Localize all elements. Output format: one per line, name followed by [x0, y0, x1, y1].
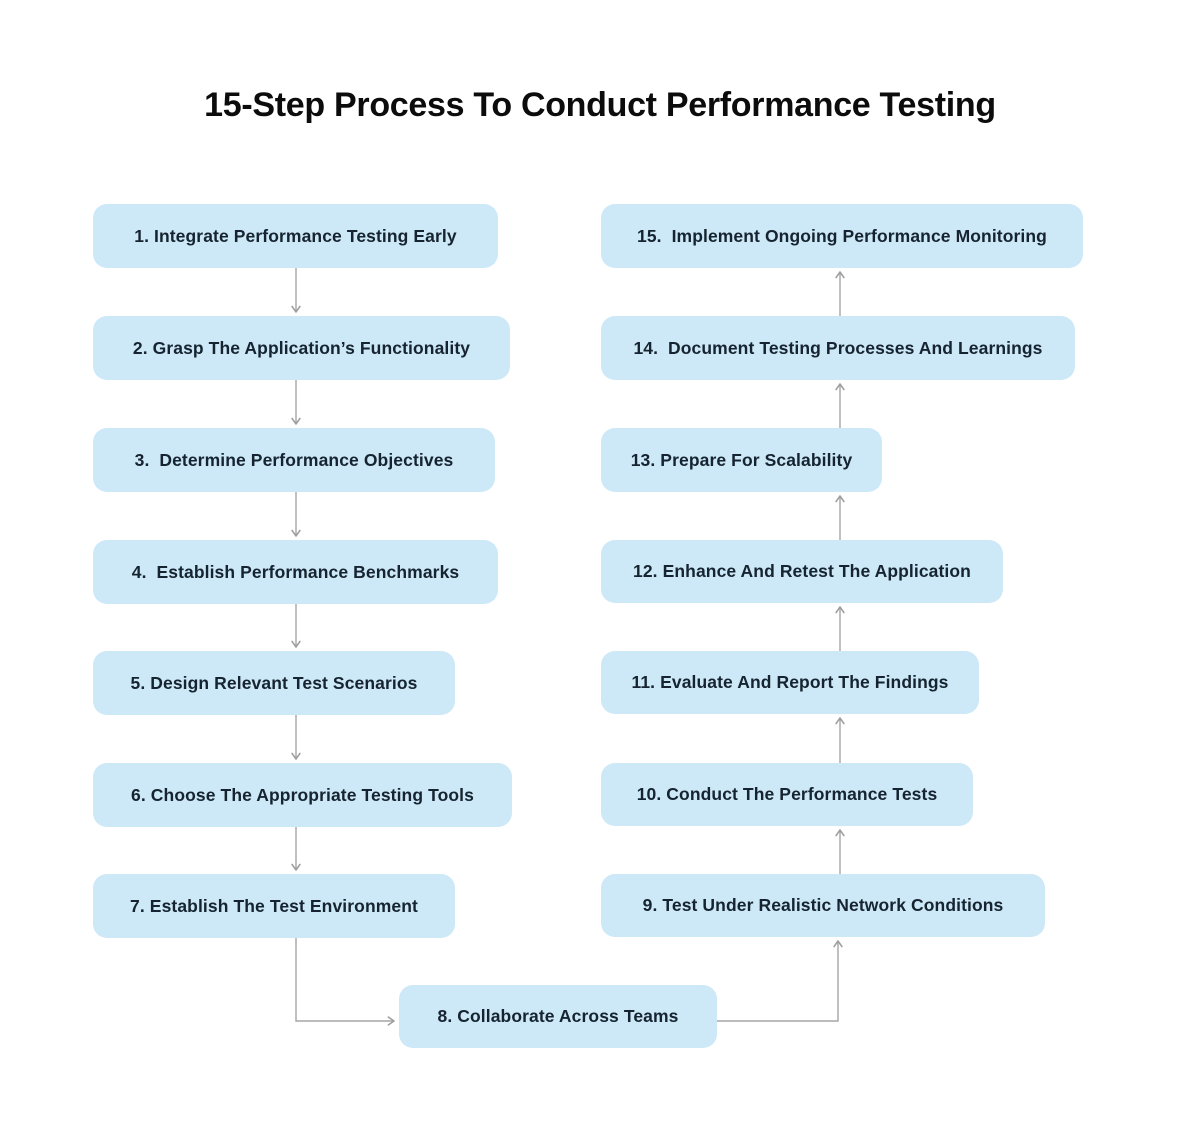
step-label-7: 7. Establish The Test Environment [130, 895, 418, 916]
step-box-3: 3. Determine Performance Objectives [93, 428, 495, 492]
step-box-2: 2. Grasp The Application’s Functionality [93, 316, 510, 380]
step-label-13: 13. Prepare For Scalability [630, 449, 853, 470]
step-box-9: 9. Test Under Realistic Network Conditio… [601, 874, 1045, 937]
step-label-4: 4. Establish Performance Benchmarks [131, 561, 460, 582]
arrow-8-9 [717, 940, 843, 1022]
arrow-7-8 [295, 938, 395, 1026]
step-label-15: 15. Implement Ongoing Performance Monito… [637, 225, 1047, 246]
step-label-2: 2. Grasp The Application’s Functionality [132, 337, 471, 358]
step-box-13: 13. Prepare For Scalability [601, 428, 882, 492]
step-box-7: 7. Establish The Test Environment [93, 874, 455, 938]
step-label-14: 14. Document Testing Processes And Learn… [633, 337, 1043, 358]
step-box-6: 6. Choose The Appropriate Testing Tools [93, 763, 512, 827]
step-label-9: 9. Test Under Realistic Network Conditio… [642, 895, 1004, 915]
step-label-6: 6. Choose The Appropriate Testing Tools [131, 784, 474, 805]
step-label-11: 11. Evaluate And Report The Findings [631, 672, 949, 692]
step-label-3: 3. Determine Performance Objectives [134, 449, 454, 470]
step-label-1: 1. Integrate Performance Testing Early [134, 225, 457, 246]
step-box-12: 12. Enhance And Retest The Application [601, 540, 1003, 603]
step-label-12: 12. Enhance And Retest The Application [633, 561, 971, 581]
step-box-10: 10. Conduct The Performance Tests [601, 763, 973, 826]
step-label-5: 5. Design Relevant Test Scenarios [130, 672, 418, 693]
step-label-8: 8. Collaborate Across Teams [437, 1006, 679, 1026]
step-box-8: 8. Collaborate Across Teams [399, 985, 717, 1048]
step-box-1: 1. Integrate Performance Testing Early [93, 204, 498, 268]
step-box-5: 5. Design Relevant Test Scenarios [93, 651, 455, 715]
step-label-10: 10. Conduct The Performance Tests [636, 784, 938, 804]
step-box-11: 11. Evaluate And Report The Findings [601, 651, 979, 714]
step-box-14: 14. Document Testing Processes And Learn… [601, 316, 1075, 380]
step-box-15: 15. Implement Ongoing Performance Monito… [601, 204, 1083, 268]
step-box-4: 4. Establish Performance Benchmarks [93, 540, 498, 604]
page-title: 15-Step Process To Conduct Performance T… [204, 86, 996, 124]
